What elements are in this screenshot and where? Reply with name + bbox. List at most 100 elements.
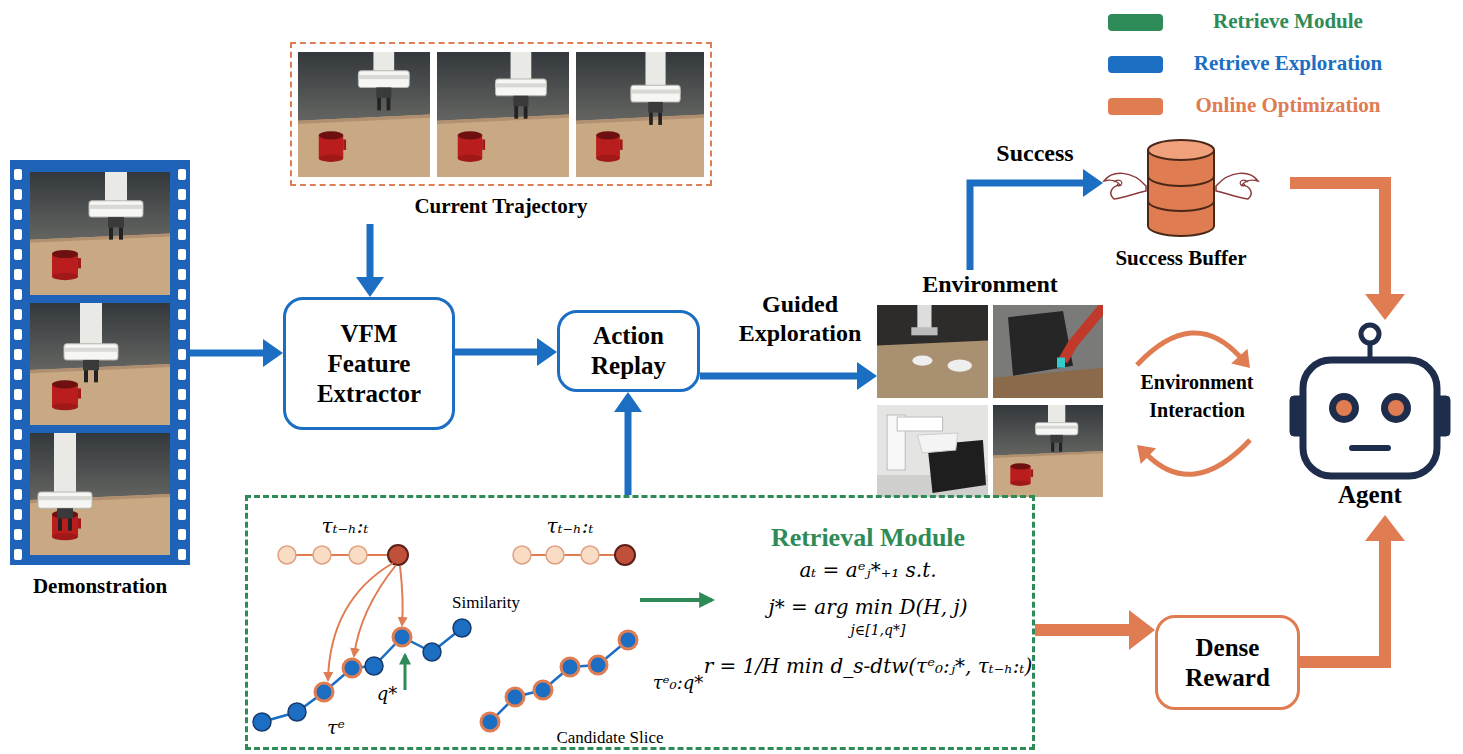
retrieval-sketch: [561, 658, 579, 676]
film-strip: [30, 285, 170, 425]
connector: [1290, 183, 1405, 320]
robot-icon: [1329, 393, 1359, 423]
legend-swatch: [1108, 56, 1163, 73]
annotation: Candidate Slice: [535, 728, 685, 748]
retrieval-sketch: [354, 565, 396, 656]
database-icon: [1148, 150, 1214, 236]
trajectory-frames: [437, 52, 569, 177]
retrieval-sketch: [589, 656, 607, 674]
process-box: VFM Feature Extractor: [283, 297, 455, 430]
arrow-head: [356, 277, 384, 297]
legend-label: Retrieve Exploration: [1168, 51, 1408, 76]
environment-views: [912, 356, 932, 366]
formula: j∈[1,q*]: [818, 622, 938, 639]
retrieval-sketch: [253, 545, 712, 731]
arrow-head: [1365, 515, 1405, 541]
connector-line: [700, 373, 859, 380]
retrieval-sketch: [506, 688, 524, 706]
retrieval-sketch: [315, 683, 333, 701]
node-label: Current Trajectory: [290, 194, 712, 219]
annotation: τₜ₋ₕ:ₜ: [300, 514, 390, 538]
connector-line: [1035, 624, 1131, 636]
environment-views: [911, 327, 937, 335]
retrieval-sketch: [278, 546, 296, 564]
film-strip: [30, 172, 170, 295]
process-box: Action Replay: [557, 310, 700, 392]
node-label: Demonstration: [0, 574, 200, 599]
retrieval-sketch: [343, 659, 361, 677]
database-icon: [1104, 173, 1146, 199]
database-icon: [1216, 173, 1258, 199]
robot-icon: [1303, 360, 1437, 476]
film-strip: [38, 433, 92, 531]
retrieval-sketch: [262, 628, 462, 722]
retrieval-sketch: [388, 545, 408, 565]
node-label: Action Replay: [573, 321, 685, 381]
trajectory-frames: [631, 25, 680, 125]
arrow-head: [1129, 610, 1155, 650]
environment-views: [993, 305, 1103, 398]
arrow-head: [1231, 349, 1250, 368]
database-icon: [1104, 140, 1258, 236]
connector: [356, 224, 384, 297]
connector-line: [367, 224, 374, 279]
environment-views: [1057, 358, 1065, 368]
film-strip: [177, 165, 187, 560]
retrieval-sketch: [615, 545, 635, 565]
annotation: τₜ₋ₕ:ₜ: [525, 514, 615, 538]
connector: [1035, 610, 1155, 650]
node-label: VFM Feature Extractor: [308, 319, 430, 409]
film-strip: [13, 165, 23, 560]
retrieval-sketch: [453, 619, 471, 637]
connector-line: [190, 350, 265, 357]
robot-icon: [1352, 445, 1388, 451]
buffer-icon: Success Buffer: [1103, 140, 1290, 272]
environment-views: [877, 305, 988, 398]
connector: [455, 338, 557, 366]
formula: r = 1/H min d_s-dtw(τᵉ₀:ⱼ*, τₜ₋ₕ:ₜ): [648, 654, 1088, 678]
retrieval-sketch: [481, 713, 499, 731]
film-strip: [30, 433, 170, 555]
environment-views: [897, 417, 942, 431]
connector: [700, 362, 877, 390]
arrow-head: [537, 338, 557, 366]
database-icon: [1148, 140, 1214, 160]
node-label: Success Buffer: [1083, 246, 1279, 271]
connector-line: [1290, 183, 1385, 296]
legend-swatch: [1108, 14, 1163, 31]
retrieval-sketch: [365, 657, 383, 675]
node-label: Agent: [1295, 480, 1445, 510]
annotation: τᵉ: [318, 716, 354, 739]
robot-icon: [1381, 393, 1411, 423]
process-box: Dense Reward: [1155, 615, 1300, 710]
database-icon: [1148, 176, 1214, 211]
arrow-head: [1365, 294, 1405, 320]
film-strip: [30, 141, 170, 295]
legend-label: Online Optimization: [1168, 93, 1408, 118]
retrieval-sketch: [287, 554, 398, 556]
trajectory-frames: [576, 25, 704, 177]
node-label: Environment: [877, 270, 1103, 299]
film-strip: [30, 433, 170, 555]
environment-views: [877, 305, 1105, 497]
demonstration-panel: Demonstration: [10, 158, 190, 598]
retrieval-sketch: [393, 628, 411, 646]
retrieval-sketch: [288, 703, 306, 721]
trajectory-frames: [298, 10, 704, 177]
film-strip: [89, 141, 143, 239]
retrieval-sketch: [581, 546, 599, 564]
interaction-arc: [1137, 333, 1240, 365]
environment-panel: Environment: [877, 270, 1103, 497]
environment-views: [877, 305, 988, 398]
connector: [970, 169, 1103, 270]
arrow-head: [1083, 169, 1103, 197]
environment-views: [1035, 378, 1077, 452]
legend-label: Retrieve Module: [1168, 9, 1408, 34]
trajectory-frames: [358, 10, 409, 110]
robot-icon: [1388, 400, 1404, 416]
film-strip: [64, 285, 118, 383]
retrieval-sketch: [313, 546, 331, 564]
retrieval-sketch: [490, 640, 628, 722]
edge-label: Success: [985, 139, 1085, 168]
